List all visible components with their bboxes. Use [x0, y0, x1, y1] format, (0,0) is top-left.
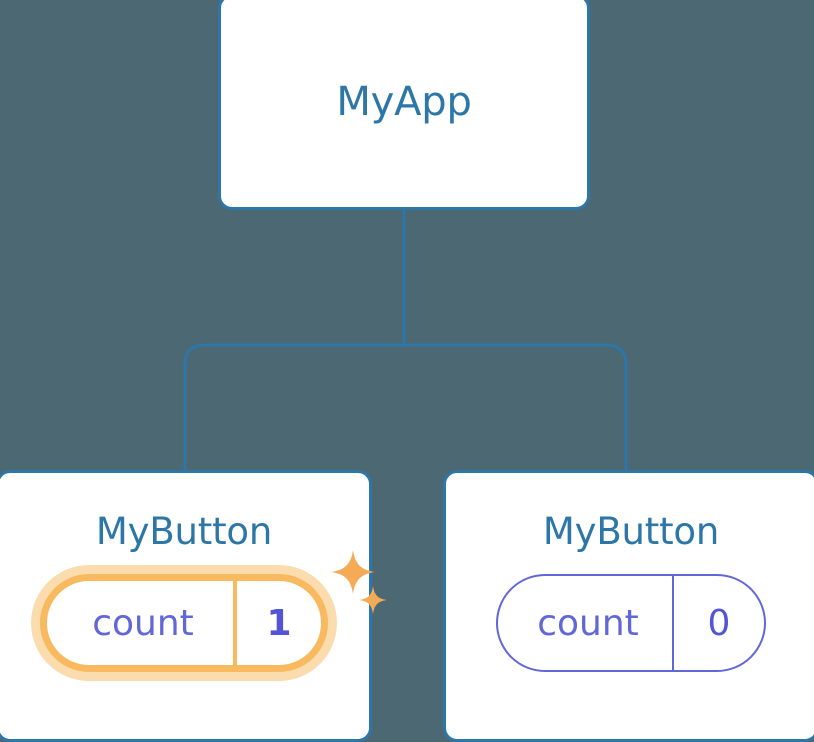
- state-pill[interactable]: count 0: [496, 574, 766, 672]
- state-value: 1: [233, 581, 321, 665]
- connector-bus-right: [404, 343, 628, 474]
- state-key: count: [537, 602, 639, 644]
- node-title: MyApp: [336, 79, 472, 125]
- state-pill-wrapper: count 1: [0, 550, 387, 672]
- tree-node-mybutton-right[interactable]: MyButton count 0: [443, 470, 814, 742]
- node-title: MyButton: [542, 510, 720, 553]
- sparkle-large-icon: [331, 550, 375, 594]
- tree-node-mybutton-left[interactable]: MyButton count 1: [0, 470, 387, 742]
- state-value: 0: [672, 576, 764, 670]
- connector-bus-left: [183, 343, 404, 474]
- state-key: count: [92, 602, 194, 644]
- node-title: MyButton: [95, 510, 273, 553]
- tree-node-myapp[interactable]: MyApp: [218, 0, 590, 210]
- state-pill-highlighted[interactable]: count 1: [40, 574, 328, 672]
- state-pill-wrapper: count 0: [446, 574, 814, 672]
- sparkle-small-icon: [359, 586, 387, 614]
